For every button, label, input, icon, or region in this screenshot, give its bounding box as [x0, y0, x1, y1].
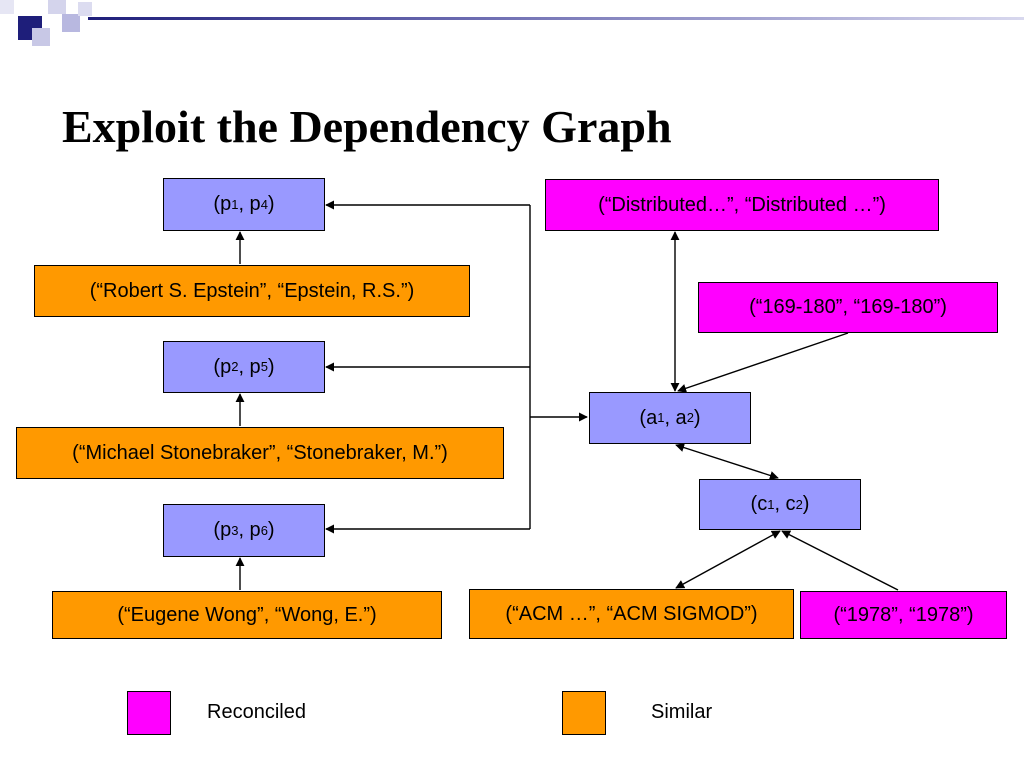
- node-epstein: (“Robert S. Epstein”, “Epstein, R.S.”): [34, 265, 470, 317]
- edge-c1c2-acm: [675, 530, 781, 589]
- node-distributed: (“Distributed…”, “Distributed …”): [545, 179, 939, 231]
- slide-title: Exploit the Dependency Graph: [62, 101, 672, 152]
- node-pages: (“169-180”, “169-180”): [698, 282, 998, 333]
- edge-a1a2-c1c2: [675, 443, 779, 480]
- node-year: (“1978”, “1978”): [800, 591, 1007, 639]
- node-stonebraker: (“Michael Stonebraker”, “Stonebraker, M.…: [16, 427, 504, 479]
- node-wong: (“Eugene Wong”, “Wong, E.”): [52, 591, 442, 639]
- edge-year-to-c1c2: [781, 530, 899, 591]
- legend-reconciled-label: Reconciled: [207, 701, 306, 723]
- edge-pages-to-a1a2: [677, 332, 849, 393]
- legend-similar-swatch: [562, 691, 606, 735]
- node-acm: (“ACM …”, “ACM SIGMOD”): [469, 589, 794, 639]
- legend-similar-label: Similar: [651, 701, 713, 723]
- corner-decoration: [0, 0, 1024, 50]
- legend-reconciled-swatch: [127, 691, 171, 735]
